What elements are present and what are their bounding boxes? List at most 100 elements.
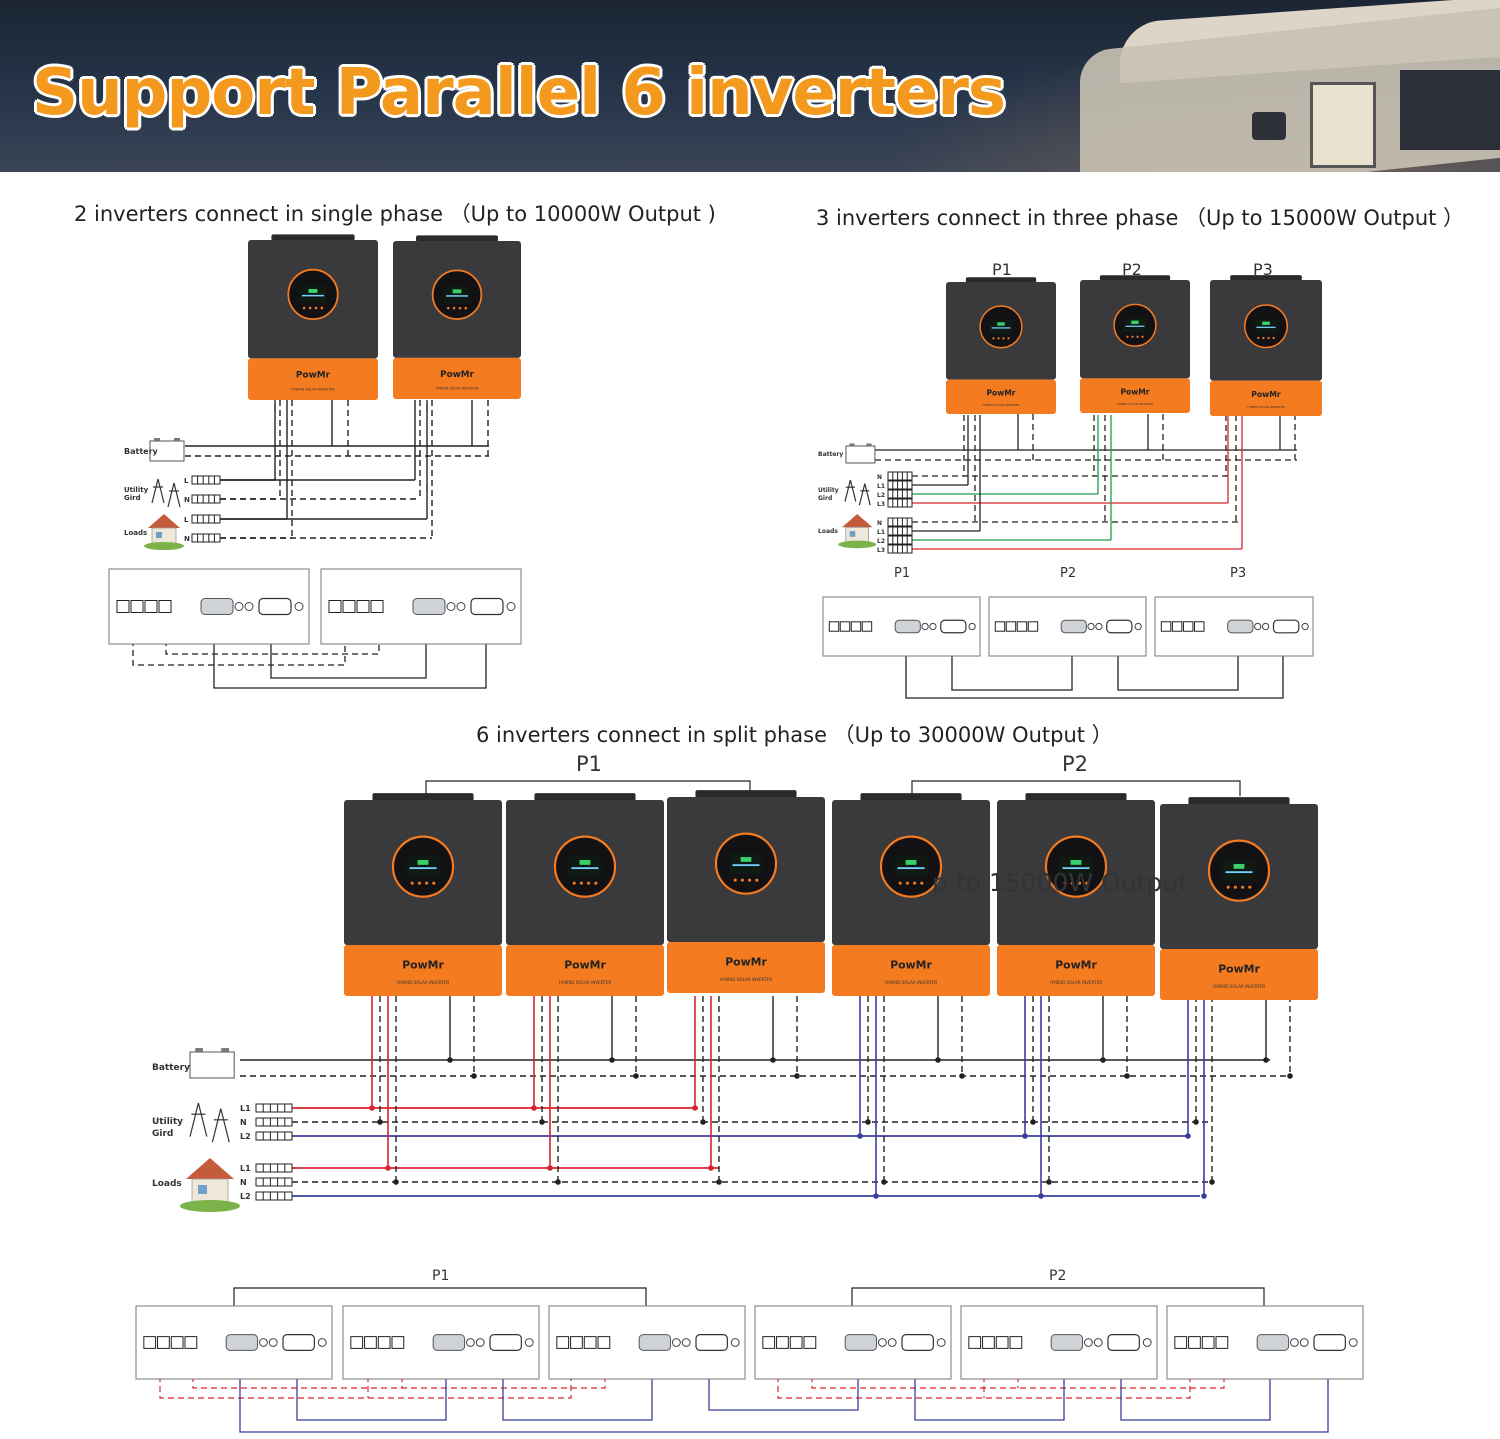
inverter-lcd-bar xyxy=(740,857,752,862)
battery-terminal xyxy=(866,443,872,446)
port-screw xyxy=(1289,1338,1299,1347)
single-comm-wire-1 xyxy=(213,620,487,689)
three-breaker-label: L2 xyxy=(877,492,885,499)
inverter-led xyxy=(579,881,583,885)
single-breaker-label: N xyxy=(184,496,190,504)
inverter-handle xyxy=(965,277,1037,283)
single-port-panel-1 xyxy=(108,568,310,645)
wire-junction xyxy=(794,1073,800,1079)
inverter-lcd xyxy=(299,285,327,304)
port-screw xyxy=(1095,622,1103,631)
inverter-led xyxy=(1126,335,1129,338)
inverter-led xyxy=(410,881,414,885)
inverter-led xyxy=(1002,337,1005,340)
port-screw xyxy=(1254,622,1262,631)
split-port-p2-bracket xyxy=(851,1287,1265,1306)
inverter-brand-logo: PowMr xyxy=(440,370,474,380)
three-breaker xyxy=(887,471,913,481)
banner-rv-mirror xyxy=(1252,112,1286,140)
wire-junction xyxy=(555,1179,561,1185)
battery-terminal xyxy=(154,438,160,441)
wire-junction xyxy=(1201,1193,1207,1199)
port-terminal xyxy=(370,600,384,613)
three-breaker xyxy=(887,517,913,527)
port-screw xyxy=(671,1338,681,1347)
inverter-led xyxy=(458,306,462,310)
wire-junction xyxy=(1263,1057,1269,1063)
three-breaker-label: L2 xyxy=(877,538,885,545)
inverter-led xyxy=(425,881,429,885)
port-db-connector xyxy=(200,598,234,615)
wire-junction xyxy=(447,1057,453,1063)
port-terminal xyxy=(1016,621,1028,632)
inverter-base xyxy=(344,945,502,996)
utility-tower-icon xyxy=(189,1102,208,1137)
inverter-led xyxy=(314,306,318,310)
house-window-icon xyxy=(198,1185,207,1194)
port-terminal xyxy=(583,1336,597,1349)
inverter-lcd xyxy=(443,286,471,304)
port-db-connector xyxy=(1256,1334,1290,1351)
inverter-base xyxy=(667,942,825,993)
port-screw xyxy=(524,1338,534,1347)
inverter-led xyxy=(1078,881,1082,885)
port-terminal xyxy=(1194,621,1205,632)
port-terminal xyxy=(762,1336,776,1349)
breaker-body xyxy=(887,498,913,508)
port-db-connector xyxy=(1106,619,1133,634)
port-screw xyxy=(258,1338,268,1347)
port-screw xyxy=(681,1338,691,1347)
battery-icon xyxy=(845,445,876,464)
port-terminal xyxy=(556,1336,570,1349)
port-db-connector xyxy=(412,598,446,615)
battery-terminal xyxy=(174,438,180,441)
inverter-led xyxy=(1262,336,1265,340)
port-db-connector xyxy=(894,619,921,634)
breaker-body xyxy=(887,517,913,527)
inverter-led xyxy=(898,881,902,885)
inverter-base xyxy=(1080,378,1190,413)
three-phase-label-top-p1: P1 xyxy=(992,260,1012,279)
wire-junction xyxy=(471,1073,477,1079)
split-p1-bracket xyxy=(425,780,751,796)
utility-tower-icon xyxy=(211,1108,230,1143)
three-phase-label-port-p3: P3 xyxy=(1230,566,1247,581)
port-terminal xyxy=(1160,621,1172,632)
wire-junction xyxy=(1046,1179,1052,1185)
inverter-led xyxy=(432,881,436,885)
split-port-p1-bracket xyxy=(233,1287,647,1306)
wire-junction xyxy=(385,1165,391,1171)
port-screw xyxy=(294,602,304,611)
breaker-body xyxy=(191,514,221,524)
battery-terminal xyxy=(849,443,855,446)
inverter-base xyxy=(393,357,521,399)
port-terminal xyxy=(828,621,840,632)
port-screw xyxy=(887,1338,897,1347)
house-grass-icon xyxy=(180,1200,240,1212)
single-utility-label: Utility xyxy=(124,486,149,494)
split-port-panel-6 xyxy=(1166,1305,1364,1380)
port-terminal xyxy=(1005,621,1017,632)
inverter-led xyxy=(1257,336,1260,340)
house-roof-icon xyxy=(148,514,180,528)
inverter-lcd-bar xyxy=(308,288,318,293)
three-phase-label-top-p2: P2 xyxy=(1122,260,1142,279)
wire-junction xyxy=(1022,1133,1028,1139)
split-breaker xyxy=(255,1131,293,1141)
wire-junction xyxy=(633,1073,639,1079)
inverter-led xyxy=(594,881,598,885)
split-phase-label-top-p2: P2 xyxy=(1062,752,1089,776)
inverter-base xyxy=(248,358,378,400)
split-port-panel-5 xyxy=(960,1305,1158,1380)
split-phase-label-port-p2: P2 xyxy=(1049,1268,1067,1284)
breaker-body xyxy=(255,1103,293,1113)
inverter-brand-logo: PowMr xyxy=(564,959,606,972)
single-breaker-label: N xyxy=(184,535,190,543)
wire-junction xyxy=(708,1165,714,1171)
port-terminal xyxy=(377,1336,391,1349)
wire-junction xyxy=(377,1119,383,1125)
port-terminal xyxy=(356,600,370,613)
